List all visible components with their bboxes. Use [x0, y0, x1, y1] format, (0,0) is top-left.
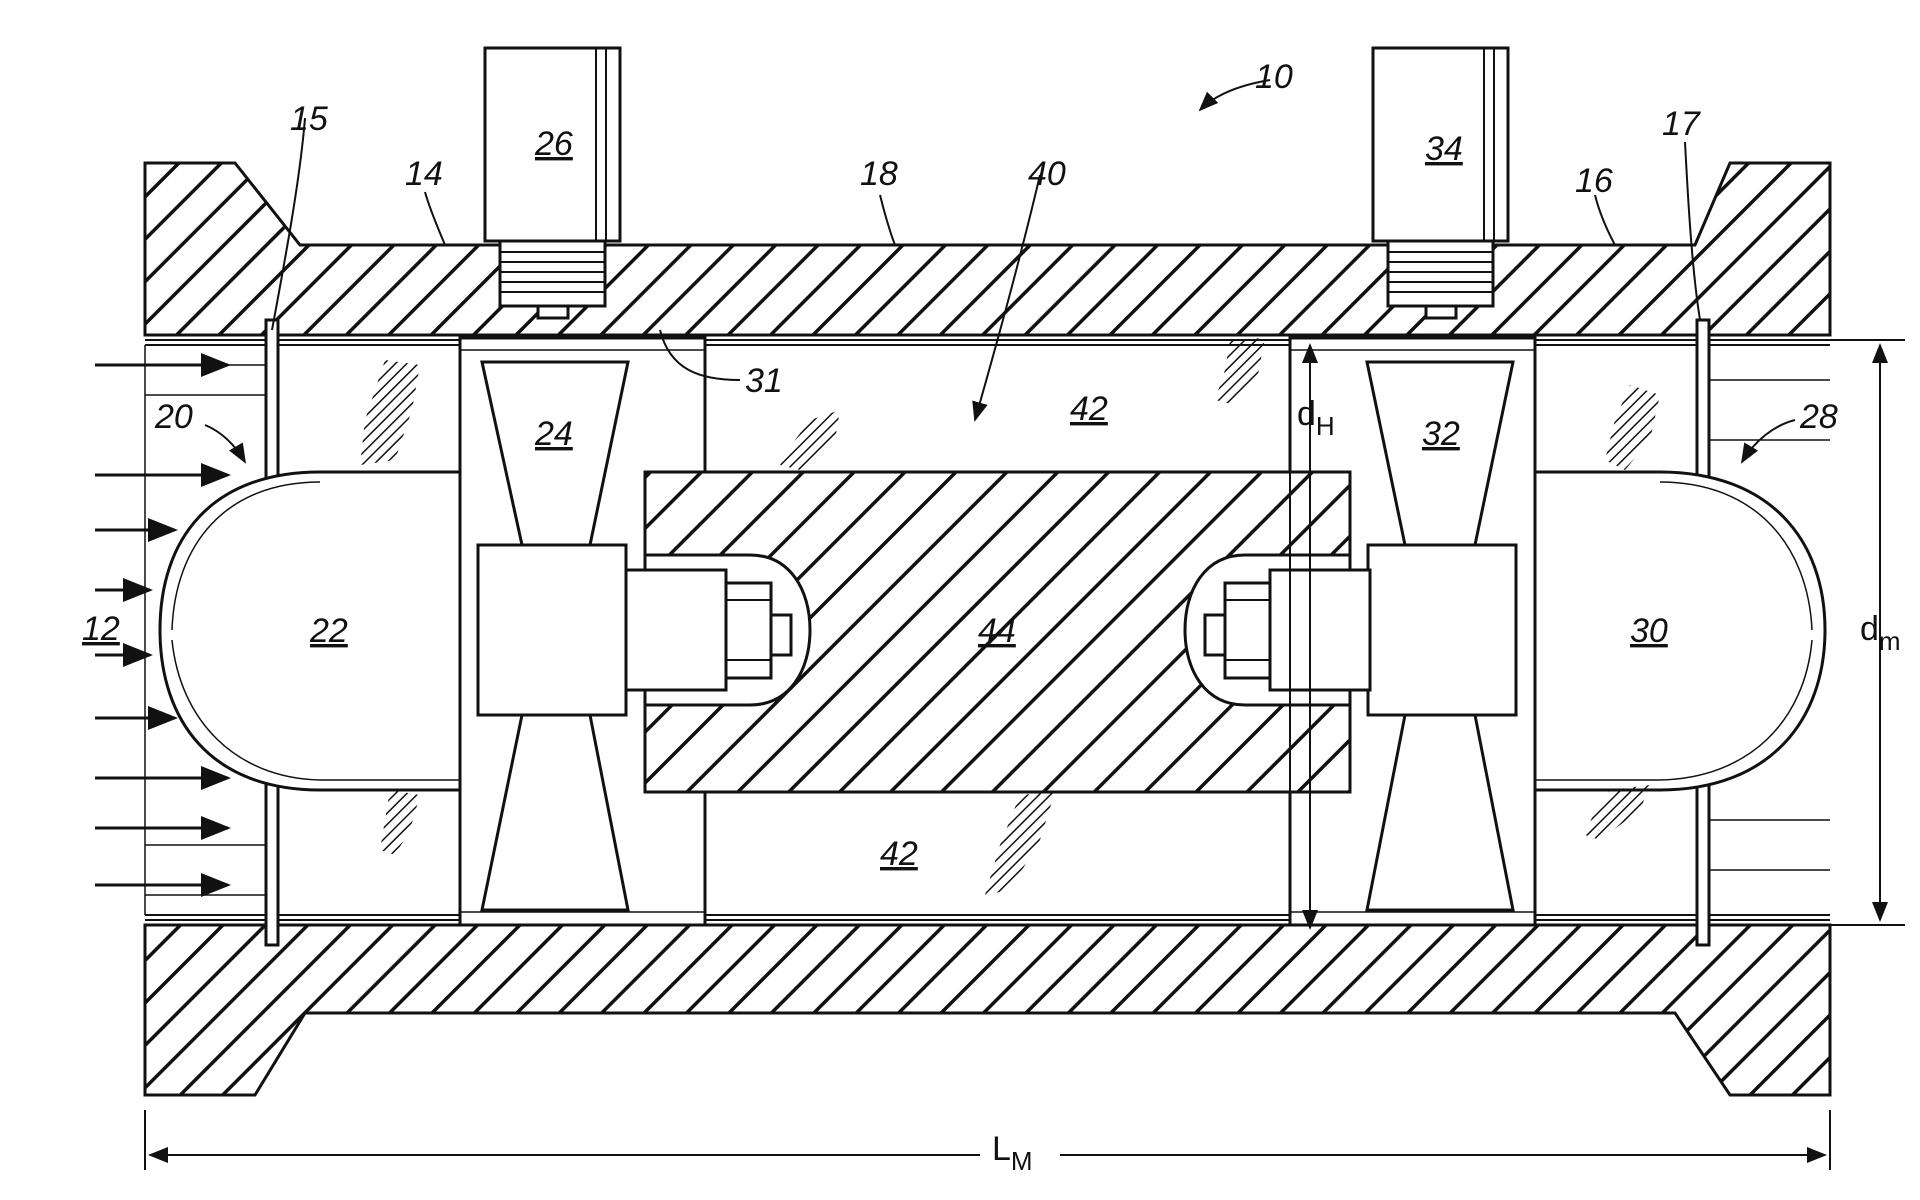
label-flow-path: 40 [1028, 155, 1066, 193]
label-upstream-rotor: 24 [534, 415, 573, 453]
label-central-body: 44 [978, 612, 1016, 650]
label-downstream-straightener: 28 [1799, 398, 1838, 436]
downstream-sensor [1373, 48, 1508, 318]
label-upstream-seal: 15 [290, 100, 328, 138]
label-housing: 18 [860, 155, 898, 193]
label-upstream-sensor: 26 [534, 125, 573, 163]
label-upstream-flange: 14 [405, 155, 443, 193]
label-downstream-nose-cone: 30 [1630, 612, 1668, 650]
housing-lower-wall [145, 925, 1830, 1095]
label-downstream-sensor: 34 [1425, 130, 1463, 168]
label-downstream-seal: 17 [1662, 105, 1701, 143]
label-annulus-lower: 42 [880, 835, 918, 873]
label-inlet: 12 [82, 610, 120, 648]
lm-dimension [145, 1110, 1830, 1170]
label-upstream-straightener: 20 [154, 398, 193, 436]
upstream-sensor [485, 48, 620, 318]
upstream-shaft-and-nut [626, 570, 791, 690]
downstream-nose-cone [1530, 472, 1825, 790]
label-downstream-rotor: 32 [1422, 415, 1460, 453]
label-downstream-flange: 16 [1575, 162, 1613, 200]
label-upstream-nose-cone: 22 [309, 612, 348, 650]
dim-meter-length: LM [992, 1130, 1033, 1176]
label-annulus-upper: 42 [1070, 390, 1108, 428]
downstream-shaft-and-nut [1205, 570, 1370, 690]
label-pickup-gap: 31 [745, 362, 783, 400]
label-assembly: 10 [1255, 58, 1293, 96]
